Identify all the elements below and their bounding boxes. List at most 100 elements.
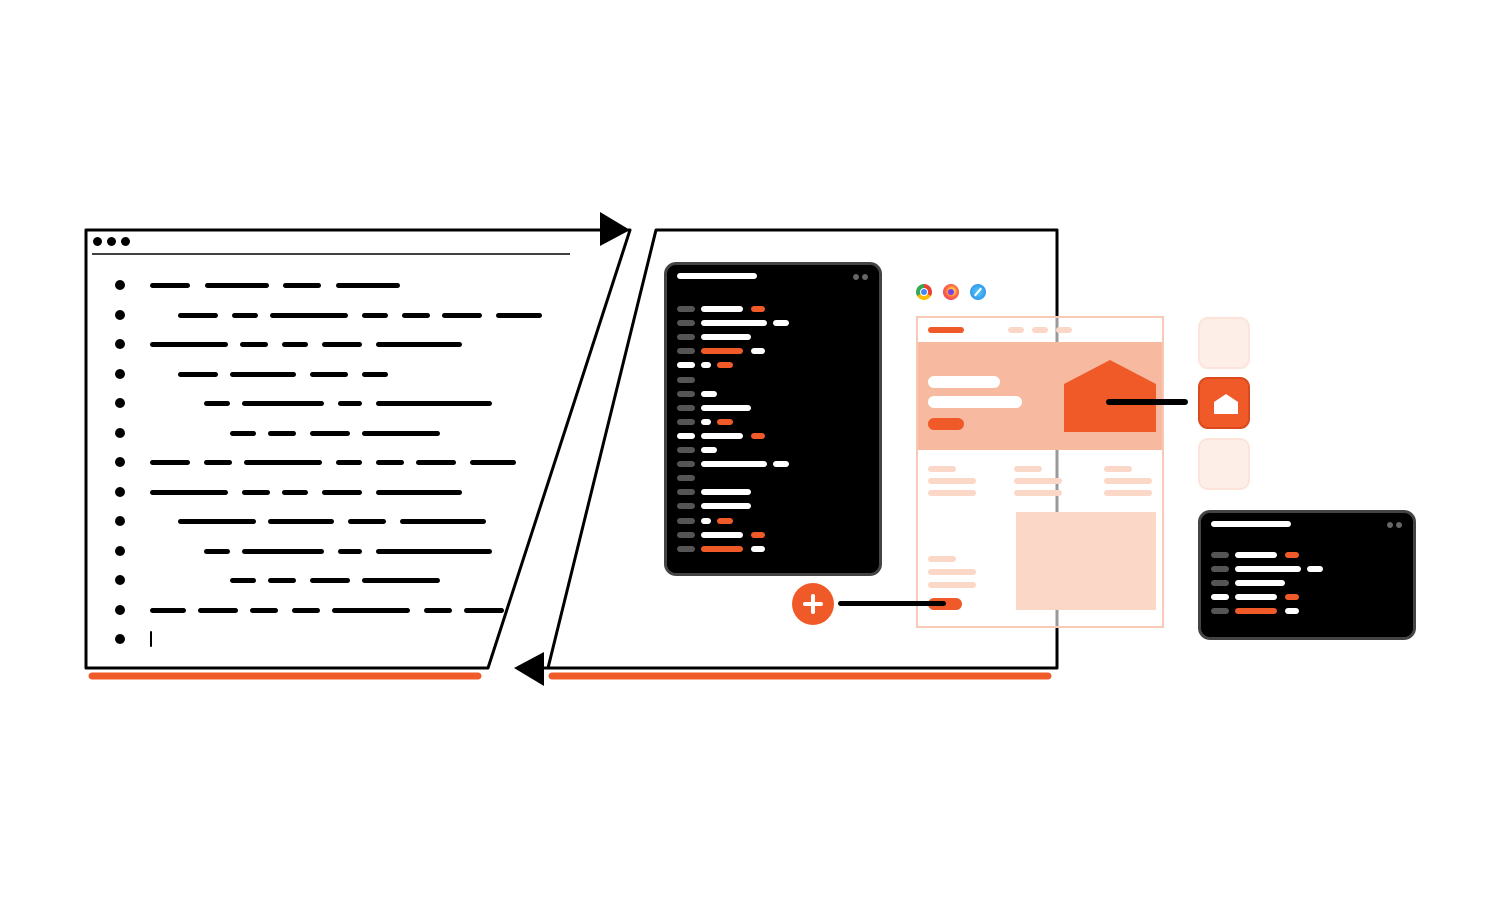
line-number bbox=[677, 390, 695, 397]
bullet-dot bbox=[115, 516, 125, 526]
line-number bbox=[677, 404, 695, 411]
bullet-dot bbox=[115, 486, 125, 497]
code-token bbox=[701, 362, 711, 369]
code-token bbox=[1285, 594, 1299, 601]
code-token bbox=[717, 362, 733, 369]
code-token bbox=[751, 432, 765, 439]
code-line-dash bbox=[310, 578, 350, 583]
code-token bbox=[1235, 580, 1285, 587]
code-token bbox=[701, 503, 751, 510]
code-line-dash bbox=[282, 342, 308, 347]
code-line-dash bbox=[376, 548, 492, 554]
column-heading bbox=[1014, 466, 1042, 472]
code-line-dash bbox=[178, 519, 256, 524]
bullet-dot bbox=[115, 339, 125, 349]
code-line-dash bbox=[464, 607, 504, 613]
code-line-dash bbox=[322, 342, 362, 347]
code-line-dash bbox=[150, 607, 186, 613]
column-text-line bbox=[1014, 478, 1062, 484]
code-line-dash bbox=[150, 283, 190, 288]
chrome-icon bbox=[916, 284, 932, 300]
code-line-dash bbox=[268, 578, 296, 583]
code-line-dash bbox=[362, 430, 440, 436]
hero-image-house bbox=[1064, 360, 1156, 432]
code-line-dash bbox=[250, 607, 278, 613]
line-number bbox=[1211, 580, 1229, 587]
code-token bbox=[751, 306, 765, 312]
line-number bbox=[677, 376, 695, 383]
code-line-dash bbox=[150, 342, 228, 347]
code-line-dash bbox=[322, 489, 362, 495]
code-token bbox=[701, 432, 743, 439]
code-line-dash bbox=[470, 460, 516, 465]
code-line-dash bbox=[242, 548, 324, 554]
code-line-dash bbox=[282, 489, 308, 495]
bullet-dot bbox=[115, 368, 125, 379]
code-line-dash bbox=[178, 312, 218, 318]
code-token bbox=[701, 306, 743, 312]
code-line-dash bbox=[242, 401, 324, 406]
code-line-dash bbox=[230, 371, 296, 377]
add-connector-line bbox=[838, 601, 946, 606]
code-token bbox=[717, 418, 733, 425]
bullet-dot bbox=[115, 398, 125, 408]
bullet-dot bbox=[115, 545, 125, 556]
home-app-button[interactable] bbox=[1198, 377, 1250, 429]
code-token bbox=[717, 517, 733, 524]
line-number bbox=[677, 545, 695, 552]
bullet-dot bbox=[115, 604, 125, 615]
code-line-dash bbox=[376, 489, 462, 495]
line-number bbox=[1211, 566, 1229, 573]
code-token bbox=[701, 461, 767, 468]
home-connector-line bbox=[1106, 399, 1188, 405]
code-line-dash bbox=[232, 312, 258, 318]
code-line-dash bbox=[244, 460, 322, 465]
text-cursor bbox=[150, 631, 152, 647]
code-token bbox=[773, 461, 789, 468]
code-line-dash bbox=[348, 519, 386, 524]
column-text-line bbox=[1104, 478, 1152, 484]
code-token bbox=[1235, 608, 1277, 615]
bullet-dot bbox=[115, 309, 125, 320]
code-line-dash bbox=[336, 460, 362, 465]
home-icon bbox=[1214, 394, 1238, 414]
code-token bbox=[1285, 608, 1299, 615]
line-number bbox=[677, 475, 695, 482]
code-token bbox=[773, 320, 789, 327]
code-line-dash bbox=[230, 578, 256, 583]
code-token bbox=[701, 545, 743, 552]
preview-window-frame bbox=[546, 228, 1059, 670]
code-token bbox=[751, 348, 765, 355]
code-line-dash bbox=[283, 283, 321, 288]
safari-icon bbox=[970, 284, 986, 300]
bullet-dot bbox=[115, 280, 125, 290]
column-heading bbox=[928, 466, 956, 472]
code-line-dash bbox=[376, 460, 404, 465]
code-line-dash bbox=[242, 489, 270, 495]
line-number bbox=[1211, 552, 1229, 558]
code-token bbox=[1235, 566, 1301, 573]
website-preview bbox=[916, 316, 1164, 628]
add-button[interactable] bbox=[792, 583, 834, 625]
column-text-line bbox=[1014, 490, 1062, 496]
code-line-dash bbox=[268, 430, 296, 436]
line-number bbox=[1211, 608, 1229, 615]
code-line-dash bbox=[310, 430, 350, 436]
line-number bbox=[677, 461, 695, 468]
code-line-dash bbox=[292, 607, 320, 613]
code-line-dash bbox=[178, 371, 218, 377]
code-line-dash bbox=[336, 283, 400, 288]
code-line-dash bbox=[240, 342, 268, 347]
code-line-dash bbox=[402, 312, 430, 318]
content-image-placeholder bbox=[1016, 512, 1156, 610]
line-number bbox=[677, 489, 695, 496]
code-token bbox=[751, 545, 765, 552]
column-text-line bbox=[928, 490, 976, 496]
code-token bbox=[1285, 552, 1299, 558]
line-number bbox=[677, 447, 695, 453]
code-panel-large bbox=[664, 262, 882, 576]
code-line-dash bbox=[362, 371, 388, 377]
code-line-dash bbox=[198, 607, 238, 613]
line-number bbox=[677, 531, 695, 538]
